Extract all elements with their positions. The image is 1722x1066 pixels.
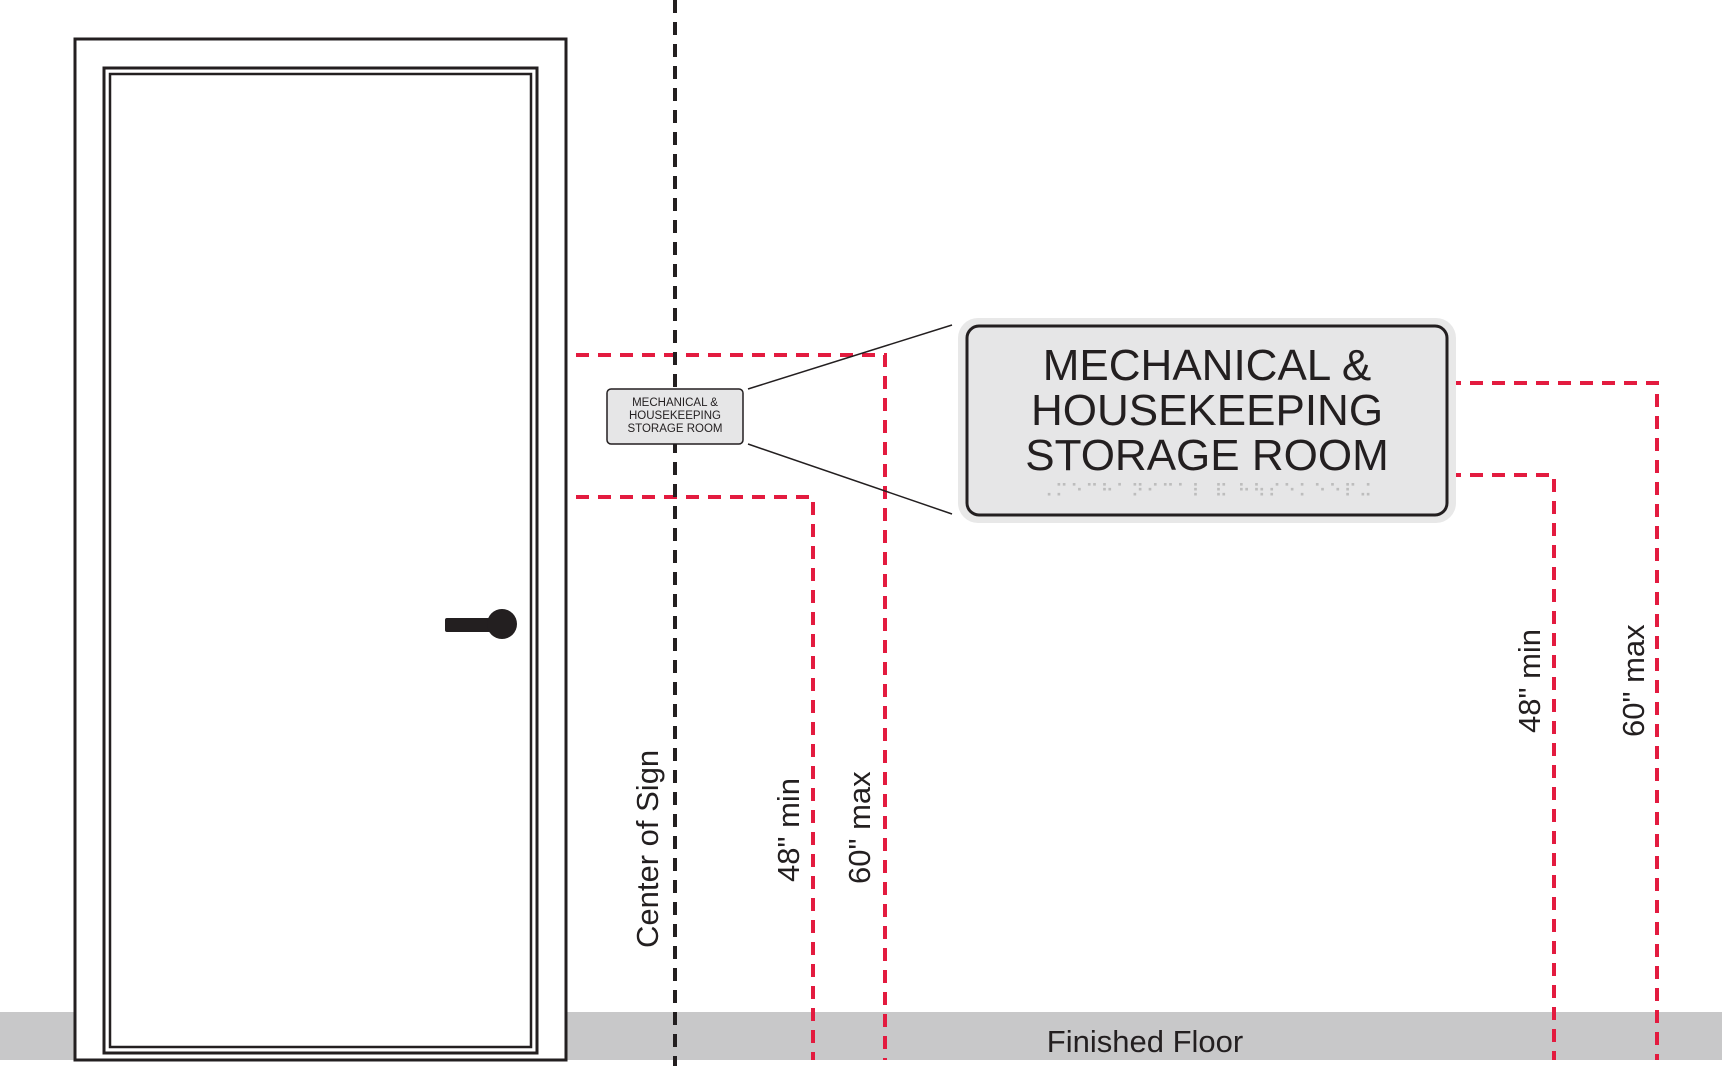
zoom-callout-lines bbox=[747, 324, 953, 515]
max-height-label-left: 60" max bbox=[842, 771, 877, 884]
door-handle-icon bbox=[445, 609, 517, 639]
enlarged-sign-line-3: STORAGE ROOM bbox=[1025, 431, 1388, 480]
guide-60-max-right bbox=[1338, 381, 1659, 1060]
height-guides-left bbox=[576, 353, 887, 1060]
guide-48-min-right bbox=[1338, 473, 1556, 1060]
min-height-label-left: 48" min bbox=[771, 778, 806, 882]
enlarged-sign-line-1: MECHANICAL & bbox=[1043, 341, 1371, 390]
guide-48-min-left bbox=[576, 495, 815, 1060]
center-of-sign-label: Center of Sign bbox=[630, 750, 665, 948]
small-sign-line-3: STORAGE ROOM bbox=[628, 423, 723, 435]
door bbox=[73, 37, 568, 1062]
braille-text: ⠠⠍⠑⠉⠓⠁⠝⠊⠉⠁⠇ ⠯ ⠓⠳⠎⠑⠅⠑⠑⠏⠬ bbox=[1040, 481, 1374, 502]
guide-60-max-left bbox=[576, 353, 887, 1060]
enlarged-sign-face bbox=[965, 324, 1449, 517]
finished-floor-label: Finished Floor bbox=[1047, 1024, 1243, 1059]
small-sign-line-2: HOUSEKEEPING bbox=[629, 410, 721, 422]
door-leaf-inner bbox=[108, 72, 533, 1049]
enlarged-sign: MECHANICAL & HOUSEKEEPING STORAGE ROOM ⠠… bbox=[958, 318, 1456, 523]
min-height-label-right: 48" min bbox=[1512, 629, 1547, 733]
enlarged-sign-line-2: HOUSEKEEPING bbox=[1031, 386, 1383, 435]
small-sign-line-1: MECHANICAL & bbox=[632, 397, 718, 409]
small-sign: MECHANICAL & HOUSEKEEPING STORAGE ROOM bbox=[606, 388, 744, 445]
max-height-label-right: 60" max bbox=[1616, 624, 1651, 737]
